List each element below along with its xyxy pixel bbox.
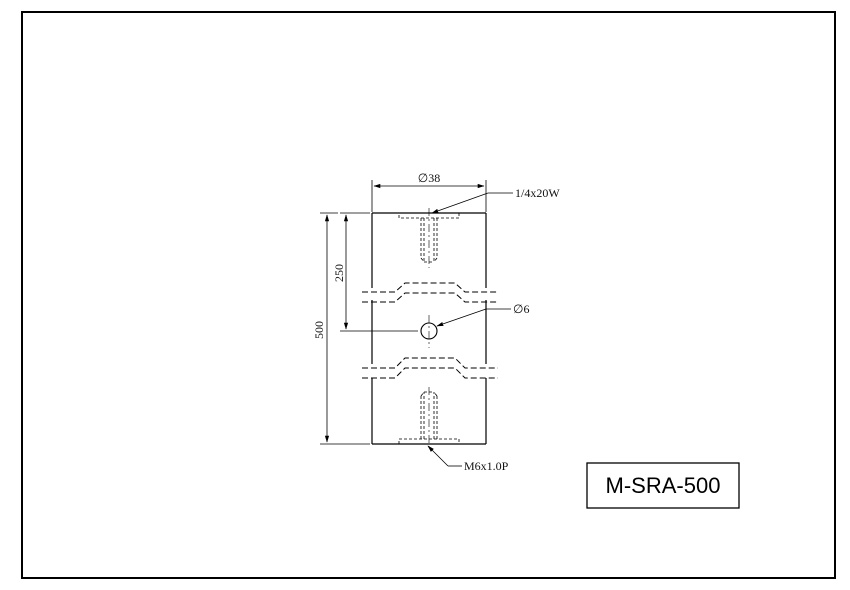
dim-diameter-label: ∅38	[418, 171, 440, 185]
dim-diameter-38	[371, 180, 487, 212]
bottom-thread-label: M6x1.0P	[464, 459, 509, 473]
total-length-label: 500	[312, 321, 326, 339]
part-number-box	[586, 462, 740, 509]
break-lines	[362, 282, 498, 379]
leader-top-thread	[431, 192, 513, 214]
leader-bottom-thread	[427, 445, 462, 467]
dim-total-length	[320, 212, 370, 445]
half-length-label: 250	[332, 264, 346, 282]
drawing-border	[21, 11, 836, 579]
rod-body	[371, 212, 487, 445]
hole-diameter-label: ∅6	[513, 302, 529, 316]
cross-hole-circle	[420, 322, 438, 340]
leader-hole-diameter	[436, 308, 511, 327]
part-number-label: M-SRA-500	[606, 473, 721, 498]
dim-half-length	[340, 212, 418, 332]
top-thread-label: 1/4x20W	[515, 186, 560, 200]
